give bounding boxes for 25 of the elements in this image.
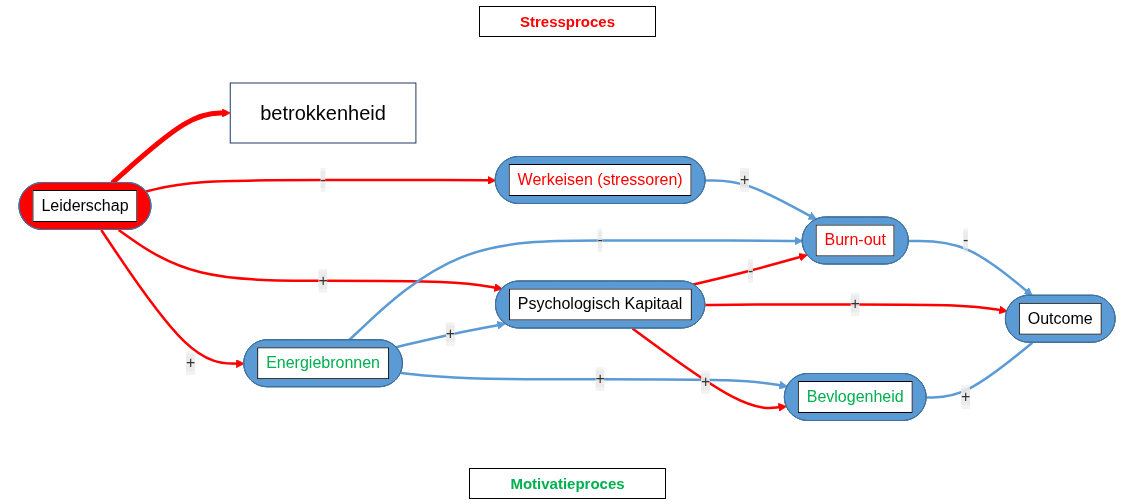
process-box: Motivatieproces [469,467,666,499]
connector [927,342,1034,399]
arrow [705,303,1009,315]
arrow [118,229,504,293]
edge-label: + [740,171,750,189]
edge-label: + [701,373,711,391]
edge-label: + [186,354,196,372]
arrow [146,176,497,194]
process-box: Stressproces [478,5,657,37]
arrow [693,253,809,286]
edge-label: + [446,325,456,343]
edge-label: + [961,388,971,406]
arrow [706,179,818,221]
edge-label: + [318,271,329,289]
edge-label: - [320,171,327,189]
edge-label: + [851,295,861,313]
edge-label: - [597,231,604,249]
arrow [909,239,1034,297]
edge-label: + [595,370,606,388]
edge-label: - [748,262,754,280]
arrow [396,321,507,349]
arrow [632,327,788,412]
node-box: betrokkenheid [230,82,417,144]
arrow [100,229,246,369]
edge-label: - [963,231,969,249]
